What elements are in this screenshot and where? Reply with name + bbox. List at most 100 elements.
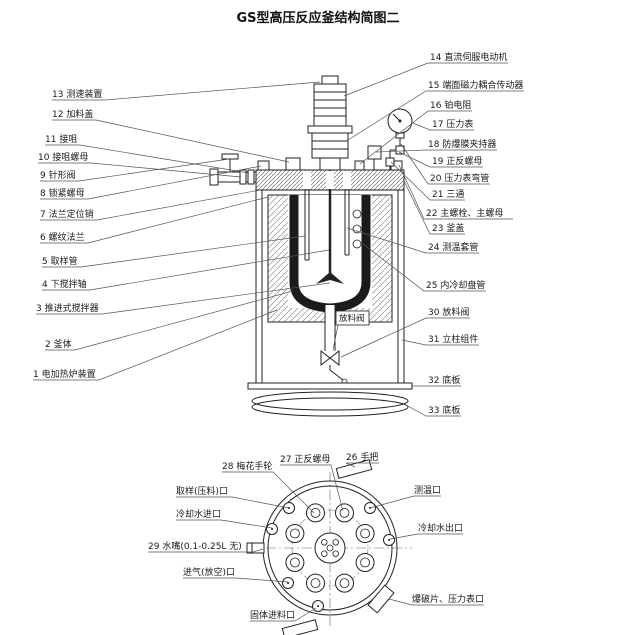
label-23: 23 釜盖 — [432, 222, 464, 234]
leader-line — [401, 339, 479, 346]
label-water-outlet: 冷却水出口 — [418, 522, 463, 534]
label-33: 33 底板 — [428, 404, 460, 416]
leader-line — [389, 533, 463, 540]
leader-line — [40, 189, 261, 221]
label-26: 26 手把 — [346, 451, 378, 463]
label-1: 1 电加热炉装置 — [33, 368, 96, 380]
handle-top — [335, 459, 373, 479]
label-29: 29 水嘴(0.1-0.25L 无) — [148, 540, 242, 552]
gas-vent-port — [282, 577, 294, 589]
propeller-stirrer — [316, 272, 344, 284]
label-10: 10 接咀螺母 — [38, 151, 88, 163]
label-water-inlet: 冷却水进口 — [176, 508, 221, 520]
label-32: 32 底板 — [428, 374, 460, 386]
base-plates — [247, 382, 413, 417]
leader-lines-main — [33, 62, 524, 417]
label-8: 8 锁紧螺母 — [40, 187, 85, 199]
label-16: 16 铂电阻 — [430, 99, 471, 111]
leader-line — [346, 227, 479, 254]
label-28: 28 梅花手轮 — [222, 460, 272, 472]
label-24: 24 测温套管 — [428, 241, 478, 253]
leader-line — [405, 404, 461, 417]
labels-left: 13 测速装置 12 加料盖 11 接咀 10 接咀螺母 9 针形阀 8 锁紧螺… — [33, 88, 102, 380]
label-6: 6 螺纹法兰 — [40, 231, 85, 243]
leader-line — [357, 239, 486, 292]
leader-line — [45, 144, 250, 174]
label-20: 20 压力表弯管 — [430, 172, 489, 184]
leader-line — [33, 309, 278, 381]
tee-fitting — [385, 157, 395, 167]
label-27: 27 正反螺母 — [280, 454, 330, 465]
label-11: 11 接咀 — [45, 133, 77, 145]
labels-right: 14 直流伺服电动机 15 端面磁力耦合传动器 16 铂电阻 17 压力表 18… — [426, 51, 523, 416]
star-handwheels — [285, 503, 375, 593]
label-30: 30 放料阀 — [428, 306, 469, 318]
label-solid-feed-port: 固体进料口 — [250, 609, 295, 621]
label-temp-port: 测温口 — [414, 485, 441, 496]
motor-body — [313, 83, 347, 127]
leader-line — [52, 81, 321, 101]
label-5: 5 取样管 — [42, 255, 78, 267]
leader-lines-top-view — [148, 462, 484, 622]
leader-line — [369, 495, 441, 509]
label-14: 14 直流伺服电动机 — [430, 51, 507, 63]
leader-line — [222, 471, 315, 514]
base-plate-upper — [247, 382, 413, 390]
main-section-view: 放料阀 — [209, 75, 413, 417]
rtd-port — [354, 160, 365, 171]
leader-line — [347, 90, 524, 141]
leader-line — [148, 548, 264, 553]
magnetic-coupling — [311, 132, 349, 159]
valve-annotation: 放料阀 — [332, 310, 370, 351]
label-2: 2 釜体 — [45, 338, 72, 350]
stand-columns — [255, 190, 405, 383]
feed-cover — [285, 157, 301, 171]
label-13: 13 测速装置 — [52, 88, 102, 100]
central-hub — [314, 532, 346, 564]
label-19: 19 正反螺母 — [432, 156, 482, 167]
label-15: 15 端面磁力耦合传动器 — [428, 79, 523, 91]
leader-line — [183, 577, 289, 583]
needle-valve-handle — [221, 153, 239, 160]
leader-line — [359, 110, 472, 165]
valve-annotation-text: 放料阀 — [339, 313, 365, 324]
label-rupture-port: 爆破片、压力表口 — [412, 593, 484, 605]
base-plate-lower — [251, 391, 409, 411]
leader-line — [343, 62, 508, 97]
speed-sensor — [321, 75, 339, 85]
label-7: 7 法兰定位销 — [40, 208, 94, 220]
cooling-coil — [352, 209, 362, 249]
leader-line — [52, 119, 290, 163]
leader-line — [398, 151, 483, 168]
leader-line — [38, 162, 242, 178]
leader-line — [375, 149, 497, 153]
discharge-assembly — [320, 305, 348, 385]
lid-top-view — [246, 459, 412, 635]
label-21: 21 三通 — [432, 189, 464, 200]
leader-line — [42, 249, 330, 291]
leader-line — [388, 598, 484, 606]
leader-line — [176, 496, 290, 509]
leader-line — [250, 607, 317, 622]
label-17: 17 压力表 — [432, 118, 473, 130]
water-nozzle — [246, 542, 265, 554]
leader-line — [412, 122, 474, 131]
needle-valve-assembly — [209, 153, 257, 186]
label-25: 25 内冷却盘管 — [426, 279, 485, 291]
rupture-disc-flag — [367, 584, 395, 614]
label-9: 9 针形阀 — [40, 169, 76, 181]
discharge-valve — [320, 349, 331, 367]
leader-line — [400, 143, 490, 185]
leader-line — [40, 165, 262, 200]
lid-ports — [246, 502, 395, 612]
solid-feed-port — [312, 600, 324, 612]
gauge-piping-assembly — [367, 108, 413, 170]
servo-motor-assembly — [307, 75, 353, 171]
leader-line — [42, 235, 306, 268]
main-bolt-left — [257, 160, 270, 171]
leader-line — [36, 282, 331, 315]
leader-line — [340, 317, 470, 358]
label-3: 3 推进式搅拌器 — [36, 302, 99, 314]
